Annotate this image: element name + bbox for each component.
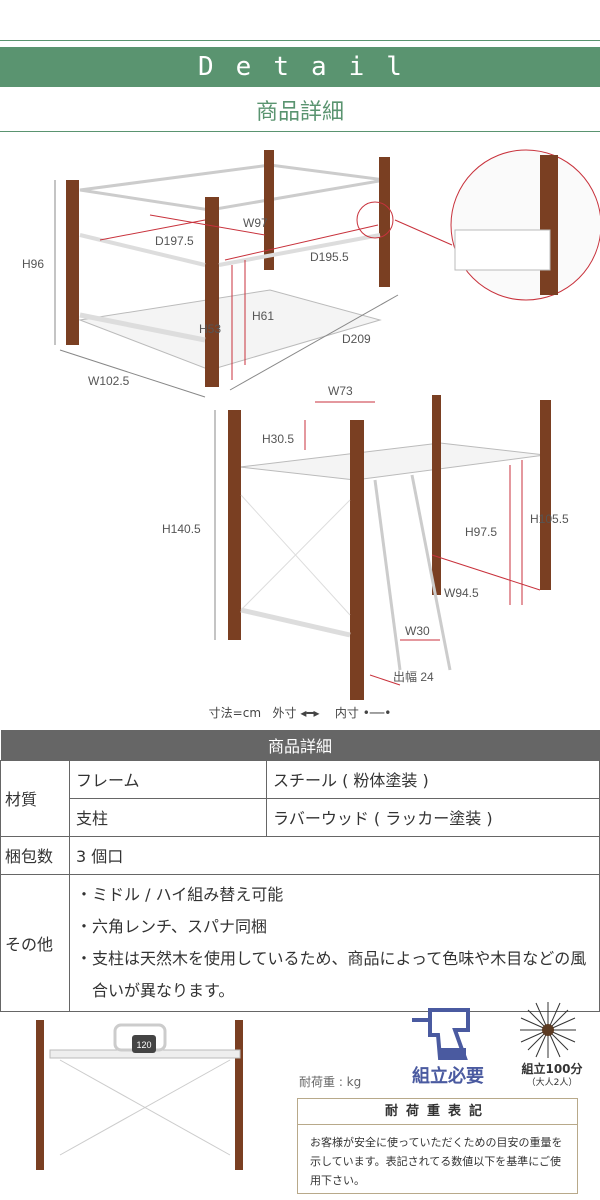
middle-bed-diagram: H96 W97 D197.5 D195.5 H61 H53 D209 W102.… xyxy=(22,149,600,398)
label-w73: W73 xyxy=(328,384,353,398)
dot-line-icon: •──• xyxy=(362,706,392,720)
label-d209: D209 xyxy=(342,332,371,346)
other-label: その他 xyxy=(0,873,70,1012)
spec-table: 商品詳細 材質 フレーム スチール ( 粉体塗装 ) 支柱 ラバーウッド ( ラ… xyxy=(0,730,600,1012)
bottom-divider xyxy=(0,131,600,132)
unit-label: 寸法=cm xyxy=(208,706,262,720)
load-weight-badge: 120 xyxy=(136,1040,151,1050)
package-label: 梱包数 xyxy=(0,835,70,875)
package-value: 3 個口 xyxy=(69,835,600,875)
label-out24: 出幅 24 xyxy=(393,669,434,684)
label-w97: W97 xyxy=(243,216,268,230)
label-h61: H61 xyxy=(252,309,274,323)
load-bed-illustration: 120 xyxy=(36,1020,243,1170)
label-h53: H53 xyxy=(199,322,221,336)
note-item: ・支柱は天然木を使用しているため、商品によって色味や木目などの風合いが異なります… xyxy=(76,948,587,1000)
assembly-required-label: 組立必要 xyxy=(412,1066,484,1087)
label-d1975: D197.5 xyxy=(155,234,194,248)
label-w1025: W102.5 xyxy=(88,374,130,388)
detail-inset xyxy=(450,149,600,301)
assembly-time-label: 組立100分 xyxy=(521,1062,583,1076)
label-h1055: H105.5 xyxy=(530,512,569,526)
label-h305: H30.5 xyxy=(262,432,294,446)
drill-icon xyxy=(412,1008,470,1060)
part-cell: 支柱 xyxy=(69,797,267,837)
assembly-people-label: （大人2人） xyxy=(526,1078,578,1088)
clock-burst-icon xyxy=(520,1002,576,1058)
section-banner: Detail xyxy=(0,47,600,87)
load-unit-label: 耐荷重 : kg xyxy=(299,1075,362,1089)
table-row: その他 ・ミドル / ハイ組み替え可能 ・六角レンチ、スパナ同梱 ・支柱は天然木… xyxy=(0,873,600,1012)
section-subtitle: 商品詳細 xyxy=(255,100,344,125)
double-arrow-icon: ◂━▸ xyxy=(300,706,320,720)
inner-label: 内寸 xyxy=(334,706,359,720)
label-h1405: H140.5 xyxy=(162,522,201,536)
part-cell: フレーム xyxy=(69,759,267,799)
value-cell: スチール ( 粉体塗装 ) xyxy=(266,759,600,799)
label-w945: W94.5 xyxy=(444,586,479,600)
spec-table-title: 商品詳細 xyxy=(0,730,600,760)
label-d1955: D195.5 xyxy=(310,250,349,264)
notice-title: 耐荷重表記 xyxy=(298,1099,577,1125)
table-row: 梱包数 3 個口 xyxy=(0,835,600,875)
table-row: 材質 フレーム スチール ( 粉体塗装 ) xyxy=(0,759,600,837)
value-cell: ラバーウッド ( ラッカー塗装 ) xyxy=(266,797,600,837)
high-bed-diagram: W73 H30.5 H140.5 H105.5 H97.5 W94.5 W30 … xyxy=(162,384,569,700)
material-label: 材質 xyxy=(0,759,70,837)
dimension-legend: 寸法=cm 外寸 ◂━▸ 内寸 •──• xyxy=(0,704,600,721)
label-h96: H96 xyxy=(22,257,44,271)
dimension-diagrams: H96 W97 D197.5 D195.5 H61 H53 D209 W102.… xyxy=(22,149,600,700)
label-h975: H97.5 xyxy=(465,525,497,539)
notice-text: お客様が安全に使っていただくための目安の重量を示しています。表記されてる数値以下… xyxy=(310,1136,563,1187)
note-item: ・ミドル / ハイ組み替え可能 xyxy=(76,884,284,904)
top-divider xyxy=(0,40,600,41)
label-w30: W30 xyxy=(405,624,430,638)
note-item: ・六角レンチ、スパナ同梱 xyxy=(76,916,268,936)
load-notice-box: 耐荷重表記 お客様が安全に使っていただくための目安の重量を示しています。表記され… xyxy=(297,1098,578,1194)
outer-label: 外寸 xyxy=(272,706,297,720)
table-row: 支柱 ラバーウッド ( ラッカー塗装 ) xyxy=(1,797,600,837)
